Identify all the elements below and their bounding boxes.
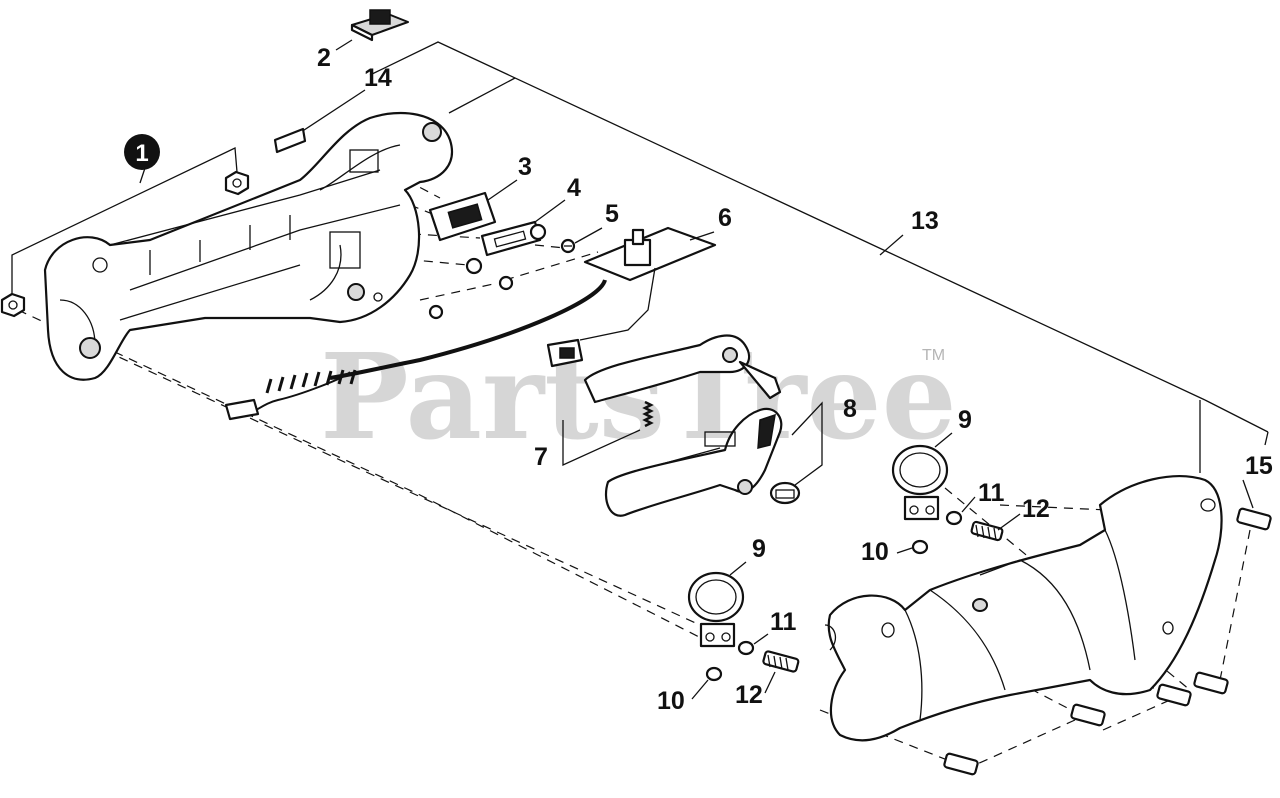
part-9-clamp-upper[interactable] — [891, 444, 949, 521]
part-5-screw-b[interactable] — [498, 275, 514, 291]
part-8-clip[interactable] — [769, 481, 801, 505]
callout-11-lower[interactable]: 11 — [770, 608, 797, 636]
part-1-nut-top[interactable] — [224, 170, 250, 196]
part-1-nut-left[interactable] — [0, 292, 26, 318]
item-1-badge-number: 1 — [135, 140, 148, 167]
callout-8[interactable]: 8 — [843, 395, 857, 423]
part-12-screw-upper[interactable] — [970, 520, 1004, 542]
callout-7[interactable]: 7 — [534, 443, 548, 471]
assembly-bracket-lines — [11, 39, 1269, 473]
part-6-bracket[interactable] — [546, 226, 717, 368]
watermark: PartsTree TM — [320, 327, 957, 466]
callout-3[interactable]: 3 — [518, 153, 532, 181]
callout-5[interactable]: 5 — [605, 200, 619, 228]
part-4-plate[interactable] — [465, 220, 547, 275]
callout-12-upper[interactable]: 12 — [1022, 495, 1050, 523]
callout-9-lower[interactable]: 9 — [752, 535, 766, 563]
part-2-pad[interactable] — [350, 9, 409, 42]
bracket-7-8 — [562, 401, 823, 486]
callout-14[interactable]: 14 — [364, 64, 392, 92]
callout-15[interactable]: 15 — [1245, 452, 1273, 480]
callout-10-upper[interactable]: 10 — [861, 538, 889, 566]
part-5-screw-a[interactable] — [560, 238, 576, 254]
handle-housing[interactable] — [43, 112, 453, 381]
callout-10-lower[interactable]: 10 — [657, 687, 685, 715]
callout-2[interactable]: 2 — [317, 44, 331, 72]
callout-labels: 2 14 3 4 5 6 13 7 8 9 11 12 10 15 9 11 1… — [317, 44, 1273, 715]
callout-9-upper[interactable]: 9 — [958, 406, 972, 434]
part-14-label[interactable] — [273, 127, 307, 154]
part-7-spring[interactable] — [642, 400, 654, 428]
part-11-washer-lower[interactable] — [737, 640, 755, 656]
cable-spring — [265, 369, 357, 394]
watermark-trademark: TM — [922, 347, 945, 364]
callout-12-lower[interactable]: 12 — [735, 681, 763, 709]
part-10-washer-upper[interactable] — [911, 539, 929, 555]
throttle-cable[interactable] — [224, 279, 607, 421]
watermark-text: PartsTree — [320, 327, 957, 466]
callout-11-upper[interactable]: 11 — [978, 479, 1005, 507]
part-15-screws[interactable] — [943, 507, 1272, 776]
part-5-screw-c[interactable] — [428, 304, 444, 320]
callout-13[interactable]: 13 — [911, 207, 939, 235]
part-13-shaft-cover[interactable] — [824, 475, 1223, 742]
callout-6[interactable]: 6 — [718, 204, 732, 232]
part-8-lever[interactable] — [604, 407, 783, 517]
part-12-screw-lower[interactable] — [762, 650, 800, 673]
callout-4[interactable]: 4 — [567, 174, 581, 202]
part-9-clamp-lower[interactable] — [687, 571, 745, 648]
throttle-lever-upper[interactable] — [583, 334, 782, 404]
part-11-washer-upper[interactable] — [945, 510, 963, 526]
part-10-washer-lower[interactable] — [705, 666, 723, 682]
part-3-switch[interactable] — [428, 191, 497, 242]
item-1-badge[interactable]: 1 — [124, 134, 160, 170]
callout-leaders — [487, 179, 1254, 700]
